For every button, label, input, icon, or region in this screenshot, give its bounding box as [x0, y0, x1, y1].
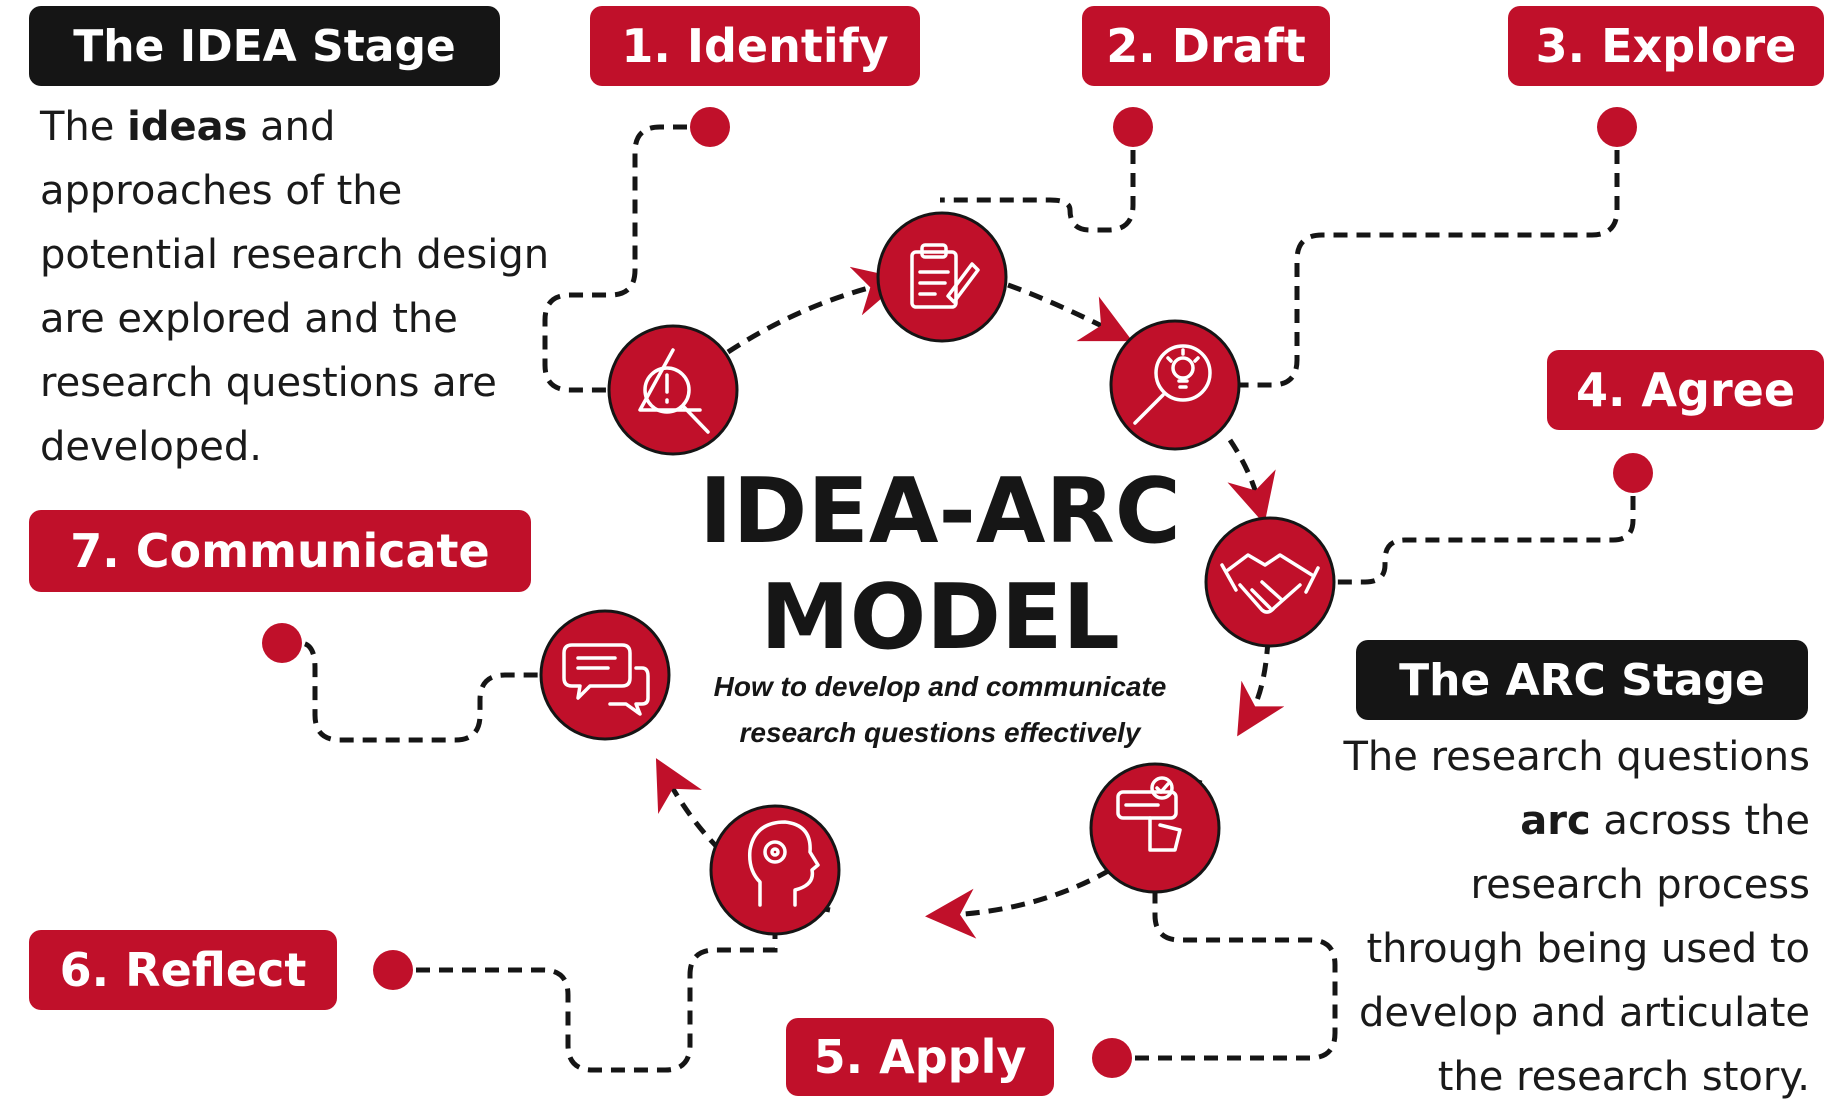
idea-text-pre: The — [40, 104, 128, 150]
arc-text-bold: arc — [1520, 798, 1591, 844]
idea-text-post: and approaches of the potential research… — [40, 104, 550, 470]
connector-agree — [1333, 473, 1636, 585]
circle-draft — [876, 211, 1008, 343]
arc-stage-description: The research questions arc across the re… — [1340, 725, 1810, 1109]
dot-draft — [1113, 107, 1153, 147]
step-label-agree: 4. Agree — [1547, 350, 1824, 430]
circle-reflect — [709, 804, 841, 936]
connector-lines — [282, 124, 1636, 1073]
head-gear-icon — [747, 820, 820, 907]
circle-explore — [1109, 319, 1241, 451]
step-label-communicate: 7. Communicate — [29, 510, 531, 592]
step-label-identify: 1. Identify — [590, 6, 920, 86]
idea-text-bold: ideas — [127, 104, 248, 150]
dot-explore — [1597, 107, 1637, 147]
arc-stage-heading: The ARC Stage — [1356, 640, 1808, 720]
clipboard-pen-icon — [910, 243, 980, 309]
step-circles — [539, 211, 1336, 936]
circle-agree — [1204, 516, 1336, 648]
arc-text-post: across the research process through bein… — [1359, 798, 1810, 1100]
circle-apply — [1089, 762, 1221, 894]
idea-stage-heading: The IDEA Stage — [29, 6, 500, 86]
handshake-icon — [1220, 553, 1320, 614]
dot-reflect — [373, 950, 413, 990]
dot-communicate — [262, 623, 302, 663]
step-label-explore: 3. Explore — [1508, 6, 1824, 86]
connector-apply — [1112, 890, 1338, 1061]
connector-explore — [1238, 127, 1620, 388]
step-dots — [262, 107, 1653, 1078]
warning-magnifier-icon — [638, 348, 710, 434]
chat-bubbles-icon — [562, 643, 650, 716]
model-subtitle-line1: How to develop and communicate — [713, 671, 1167, 702]
model-title-line2: MODEL — [760, 565, 1120, 670]
connector-reflect — [393, 930, 778, 1073]
connector-draft — [940, 127, 1136, 233]
connector-identify — [542, 124, 710, 393]
dot-agree — [1613, 453, 1653, 493]
checklist-pointer-icon — [1116, 776, 1182, 852]
step-label-apply: 5. Apply — [786, 1018, 1054, 1096]
connector-communicate — [282, 640, 540, 743]
arc-text-pre: The research questions — [1343, 734, 1810, 780]
step-label-reflect: 6. Reflect — [29, 930, 337, 1010]
model-subtitle-line2: research questions effectively — [739, 717, 1141, 748]
lightbulb-magnifier-icon — [1133, 344, 1212, 425]
step-label-draft: 2. Draft — [1082, 6, 1330, 86]
idea-stage-description: The ideas and approaches of the potentia… — [40, 95, 580, 479]
circle-identify — [607, 324, 739, 456]
dot-apply — [1092, 1038, 1132, 1078]
model-title-line1: IDEA-ARC — [699, 459, 1181, 564]
dot-identify — [690, 107, 730, 147]
